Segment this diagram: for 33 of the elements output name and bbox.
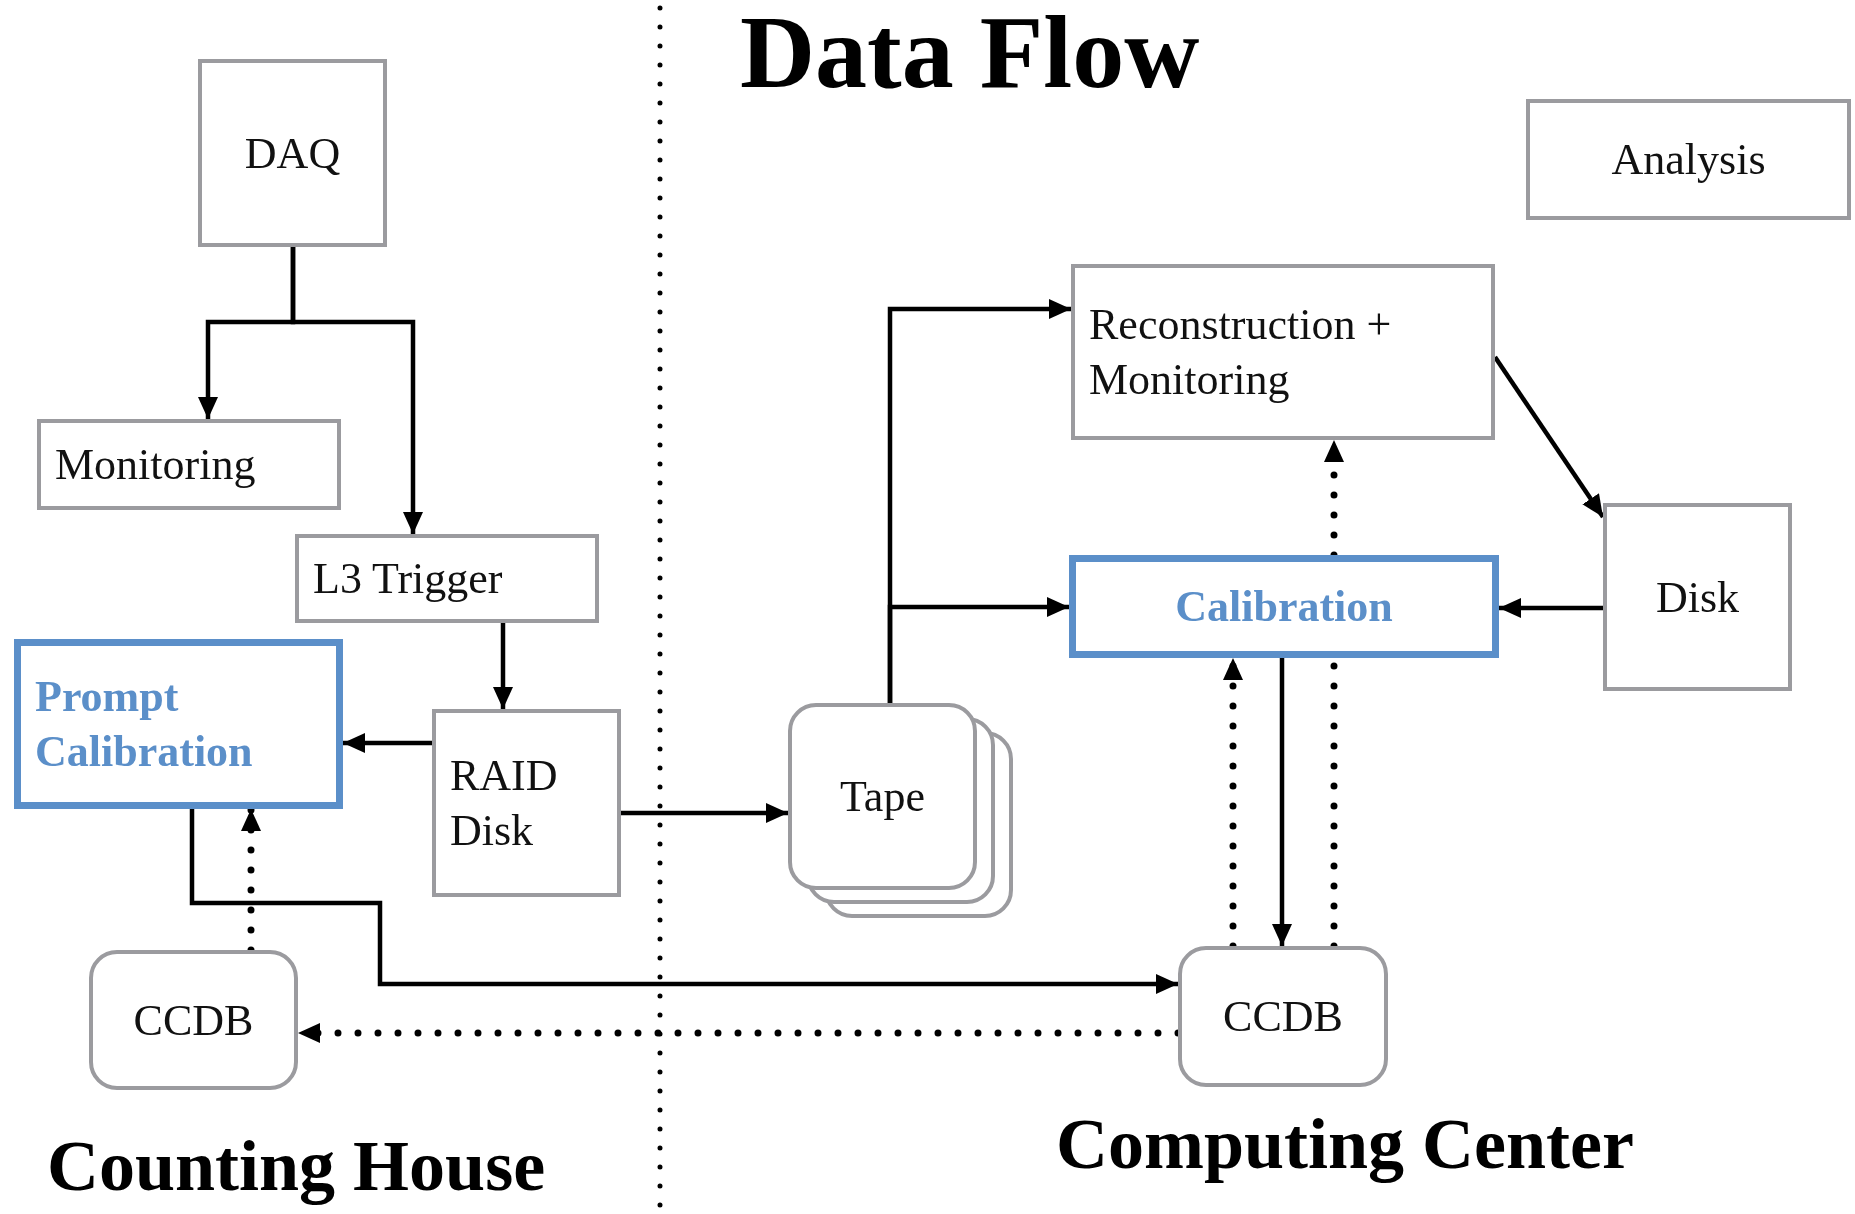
arrow: [343, 733, 432, 753]
database-box: [1178, 946, 1388, 1087]
process-box: [1071, 264, 1495, 440]
process-box: [198, 59, 387, 247]
node-label: RAID Disk: [450, 750, 559, 857]
tape-stack-box: [788, 703, 977, 890]
node-label: Calibration: [1174, 581, 1394, 633]
arrow: [189, 809, 1178, 994]
arrow: [493, 623, 513, 709]
process-box: [295, 534, 599, 623]
diagram-title: Data Flow: [740, 0, 1200, 104]
node-label: Monitoring: [55, 439, 257, 491]
arrow: [290, 247, 423, 534]
arrow: [1272, 658, 1292, 946]
process-box: [1526, 99, 1851, 220]
node-label: Tape: [839, 771, 926, 823]
process-box: [432, 709, 621, 897]
node-label: DAQ: [243, 127, 342, 180]
arrow: [1499, 598, 1603, 618]
node-label: CCDB: [1222, 991, 1344, 1043]
process-box: [37, 419, 341, 510]
node-label: Reconstruction + Monitoring: [1089, 299, 1393, 406]
node-label: Disk: [1654, 571, 1741, 624]
node-label: L3 Trigger: [313, 553, 504, 605]
process-box: [1603, 503, 1792, 691]
database-box: [89, 950, 298, 1090]
arrow: [621, 803, 788, 823]
highlighted-process-box: [1069, 555, 1499, 658]
node-label: Analysis: [1610, 134, 1767, 186]
arrow: [887, 597, 1069, 703]
node-label: Prompt Calibration: [35, 671, 254, 778]
node-label: CCDB: [132, 994, 255, 1047]
highlighted-process-box: [14, 639, 343, 809]
